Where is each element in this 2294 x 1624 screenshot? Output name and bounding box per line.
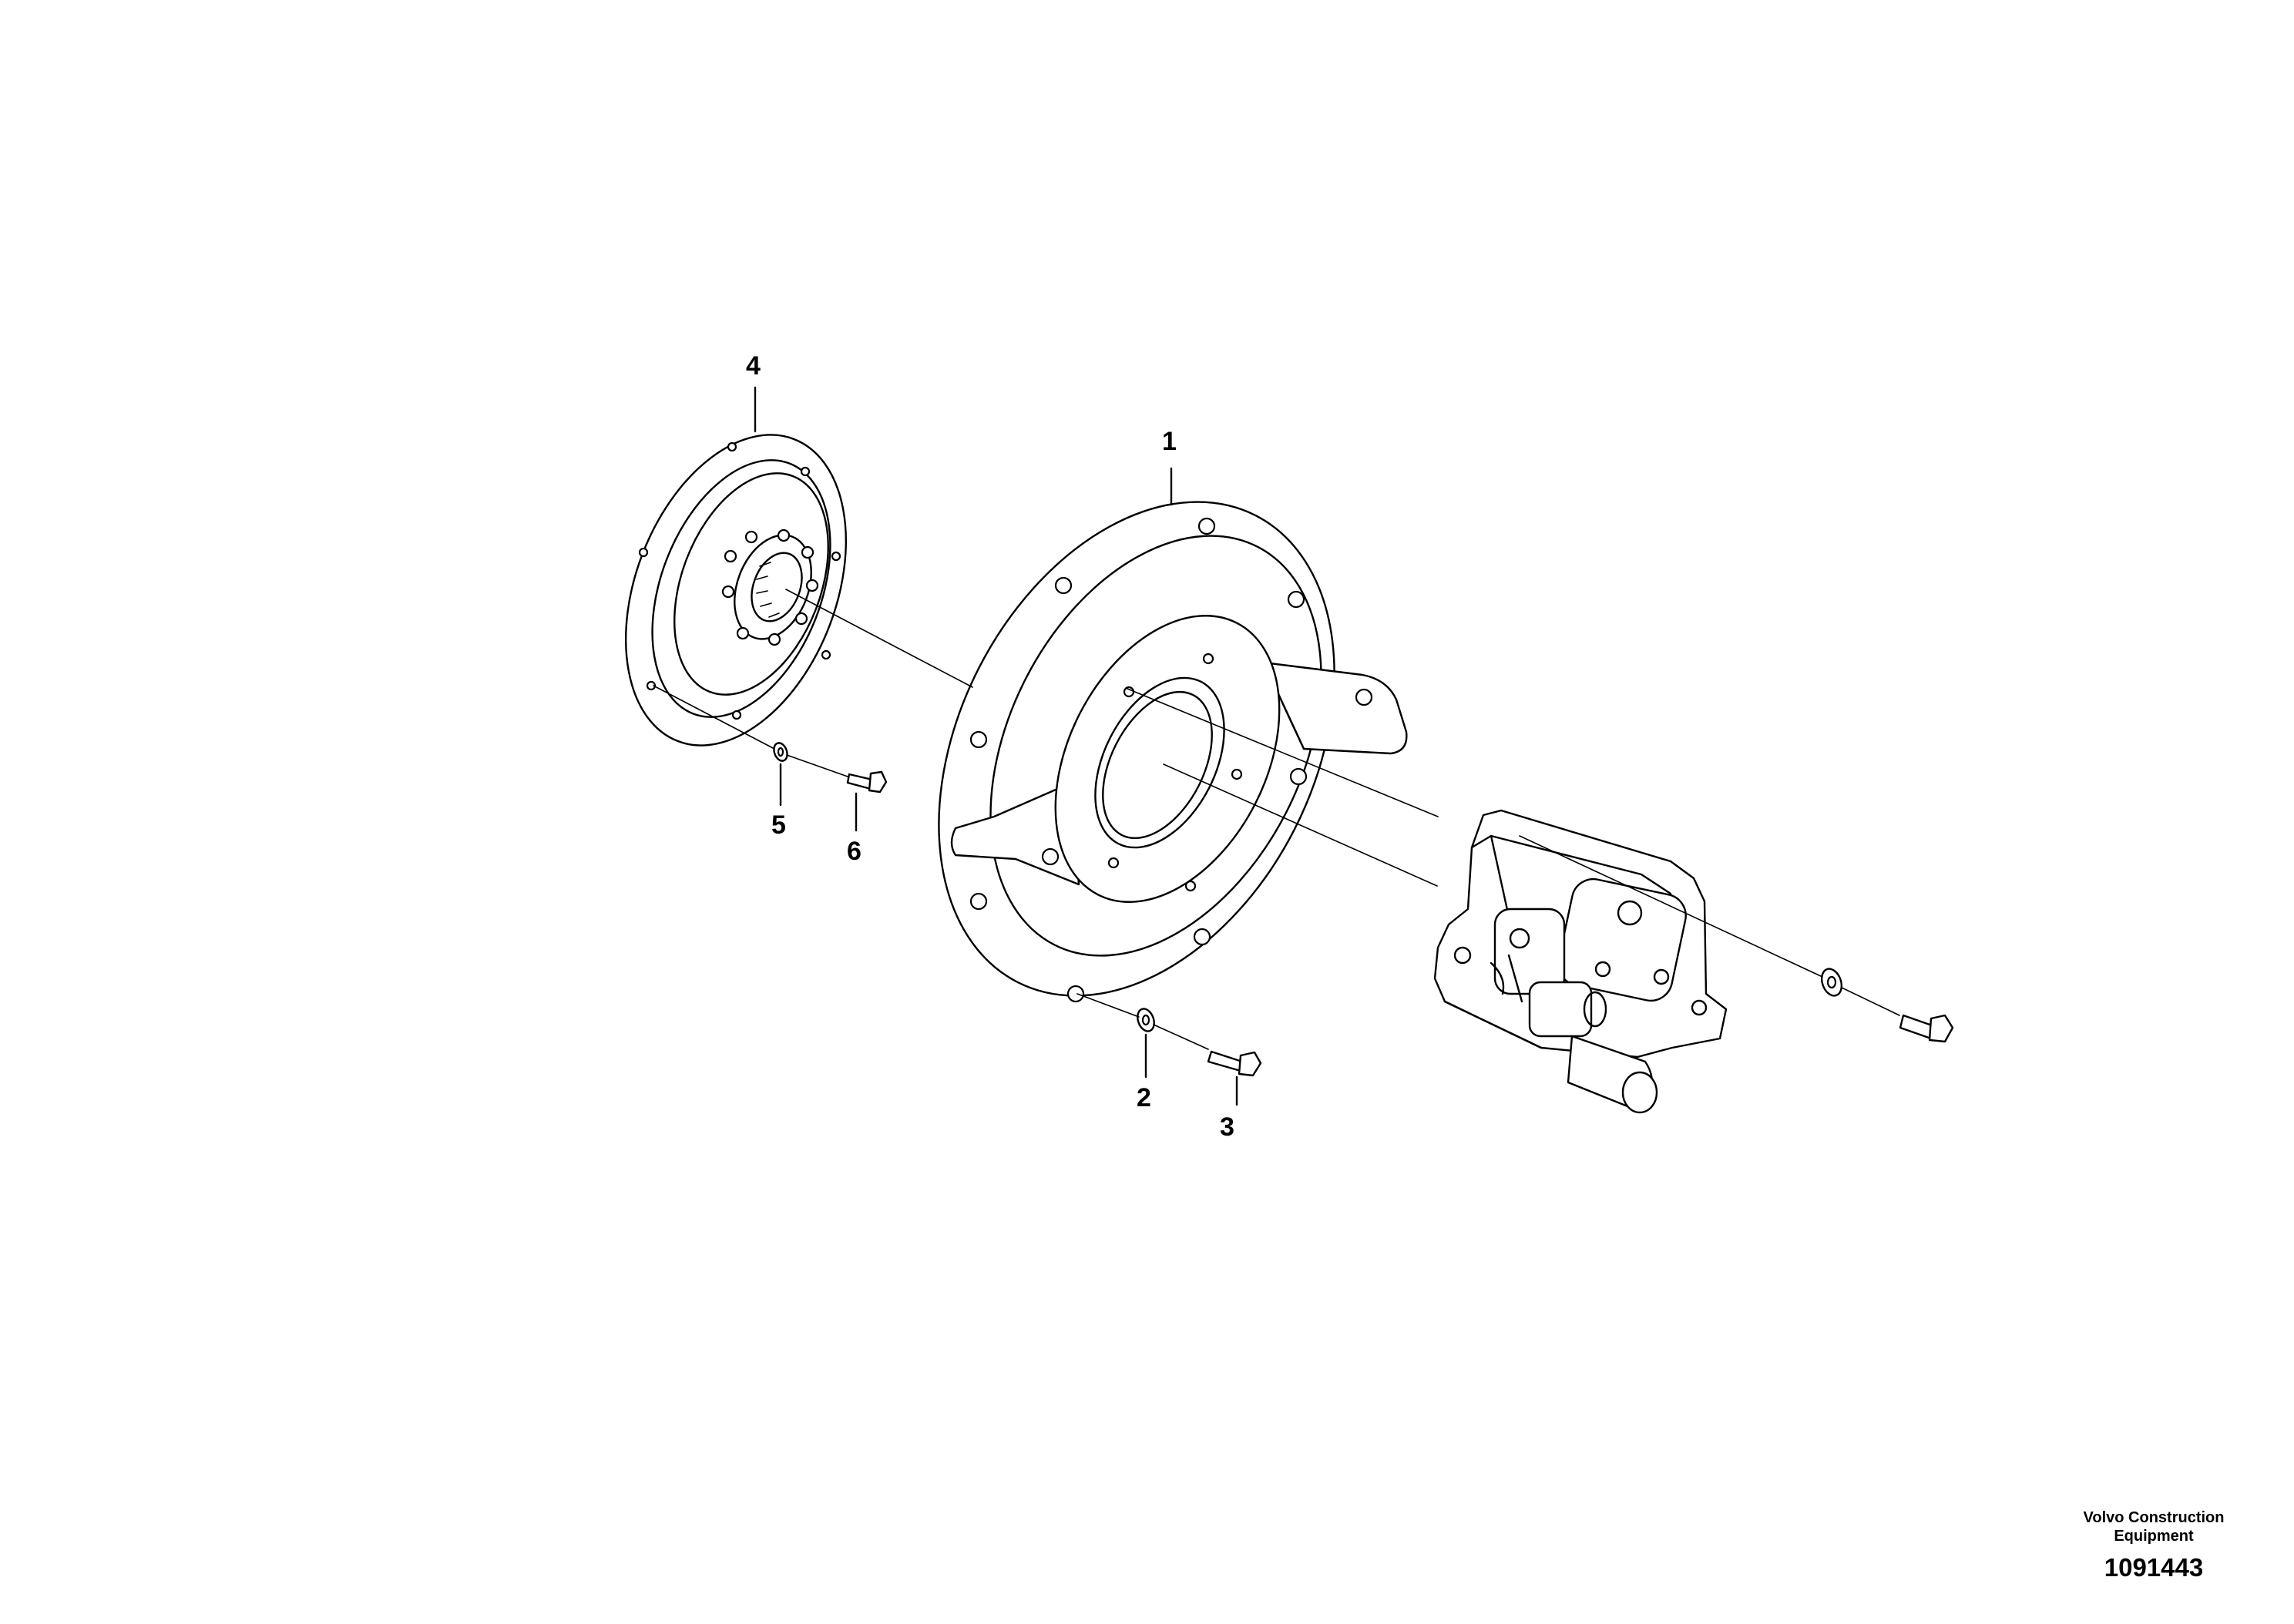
document-number: 1091443 (2104, 1553, 2204, 1582)
brand-line-2: Equipment (2114, 1528, 2194, 1545)
callout-5: 5 (771, 810, 786, 840)
coupling-bolt-holes (721, 528, 819, 646)
part-3-bolt (1207, 1050, 1262, 1077)
coupling-hub-splines (756, 562, 780, 618)
callout-1: 1 (1162, 427, 1177, 456)
hydraulic-pump-assembly (1433, 809, 1728, 1114)
pump-mount-bolt (1899, 1014, 1954, 1043)
assembly-lines (653, 589, 1900, 1050)
part-2-washer (1137, 1008, 1155, 1032)
callout-2: 2 (1137, 1083, 1151, 1112)
part-5-washer (773, 742, 788, 762)
callout-3: 3 (1220, 1112, 1234, 1142)
callout-4: 4 (746, 351, 761, 381)
part-1-pump-housing (938, 501, 1408, 1003)
housing-flange-holes (969, 517, 1308, 1003)
part-4-coupling-plate (624, 434, 848, 747)
brand-line-1: Volvo Construction (2083, 1509, 2225, 1526)
brand-label: Volvo Construction Equipment (2034, 1508, 2273, 1545)
coupling-rim-holes (638, 441, 841, 720)
callout-6: 6 (847, 837, 862, 866)
pump-mount-washer (1820, 968, 1843, 997)
part-6-screw (846, 770, 888, 794)
callout-leaders (754, 386, 1238, 1106)
